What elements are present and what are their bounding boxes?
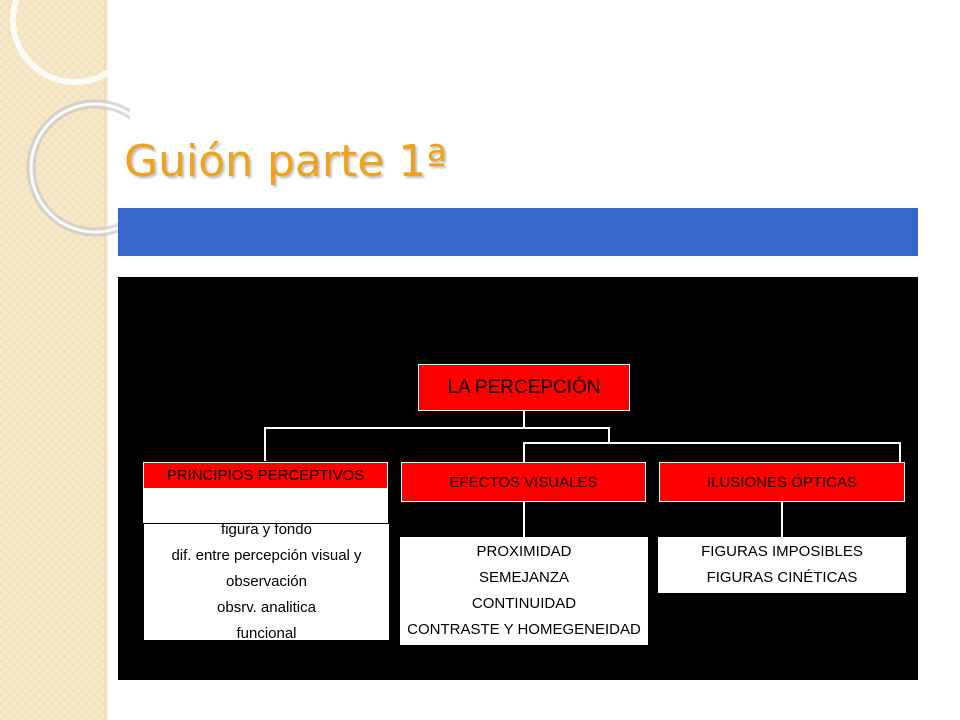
connector-root-down xyxy=(523,411,525,428)
title-underline-bar xyxy=(118,208,918,256)
connector-efectos-items xyxy=(523,502,525,537)
branch-node-efectos: EFECTOS VISUALES xyxy=(401,462,646,502)
root-node-label: LA PERCEPCIÓN xyxy=(447,376,601,398)
branch-node-ilusiones: ILUSIONES ÓPTICAS xyxy=(659,462,905,502)
connector-horizontal-left xyxy=(264,427,524,429)
list-item: obsrv. analitica xyxy=(217,599,316,616)
list-item: PROXIMIDAD xyxy=(476,543,572,560)
branch-node-principios: PRINCIPIOS PERCEPTIVOS xyxy=(143,462,388,489)
connector-right-group-bar xyxy=(523,442,901,444)
connector-down-ilusiones xyxy=(899,442,901,462)
branch-label-ilusiones: ILUSIONES ÓPTICAS xyxy=(706,473,858,491)
list-item: CONTRASTE Y HOMEGENEIDAD xyxy=(407,621,641,638)
list-item: CONTINUIDAD xyxy=(471,595,577,612)
items-box-principios: figura y fondo dif. entre percepción vis… xyxy=(143,521,390,642)
branch-label-efectos: EFECTOS VISUALES xyxy=(449,473,598,491)
concept-diagram: LA PERCEPCIÓN PRINCIPIOS PERCEPTIVOS fig… xyxy=(118,277,918,680)
slide-title: Guión parte 1ª xyxy=(124,136,448,187)
items-box-efectos: PROXIMIDAD SEMEJANZA CONTINUIDAD CONTRAS… xyxy=(400,537,648,645)
connector-down-efectos xyxy=(523,442,525,462)
list-item: FIGURAS CINÉTICAS xyxy=(706,569,858,586)
connector-down-right-group xyxy=(608,427,610,442)
connector-horizontal-right xyxy=(523,427,609,429)
list-item: funcional xyxy=(236,625,297,642)
list-item: FIGURAS IMPOSIBLES xyxy=(701,543,863,560)
list-item: figura y fondo xyxy=(221,521,312,538)
decorative-side-edge xyxy=(104,0,108,720)
branch-spacer-principios xyxy=(143,489,388,523)
decorative-circles xyxy=(10,0,130,237)
connector-ilusiones-items xyxy=(781,502,783,537)
items-box-ilusiones: FIGURAS IMPOSIBLES FIGURAS CINÉTICAS xyxy=(658,537,906,593)
connector-down-principios xyxy=(264,427,266,461)
branch-label-principios: PRINCIPIOS PERCEPTIVOS xyxy=(166,467,365,484)
list-item: dif. entre percepción visual y observaci… xyxy=(171,547,362,590)
list-item: SEMEJANZA xyxy=(478,569,569,586)
root-node: LA PERCEPCIÓN xyxy=(418,364,630,411)
